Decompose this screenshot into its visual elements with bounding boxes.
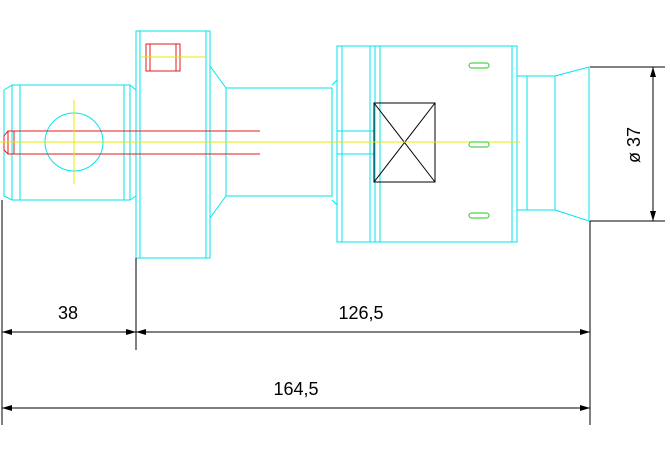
bore bbox=[3, 130, 260, 155]
dim-diameter-label: ø 37 bbox=[624, 127, 644, 163]
collar bbox=[135, 30, 211, 259]
marker-slots bbox=[468, 62, 490, 219]
nozzle-taper bbox=[554, 66, 590, 222]
part-outline bbox=[3, 30, 590, 259]
centerlines bbox=[0, 56, 520, 184]
right-nozzle bbox=[517, 75, 556, 211]
dimension-lines bbox=[1, 66, 665, 425]
dim-38-label: 38 bbox=[58, 303, 78, 323]
hub-flange bbox=[336, 45, 376, 243]
dim-164-5-label: 164,5 bbox=[273, 379, 318, 399]
main-body bbox=[374, 45, 518, 243]
dim-126-5-label: 126,5 bbox=[338, 303, 383, 323]
hidden-features bbox=[3, 43, 260, 155]
